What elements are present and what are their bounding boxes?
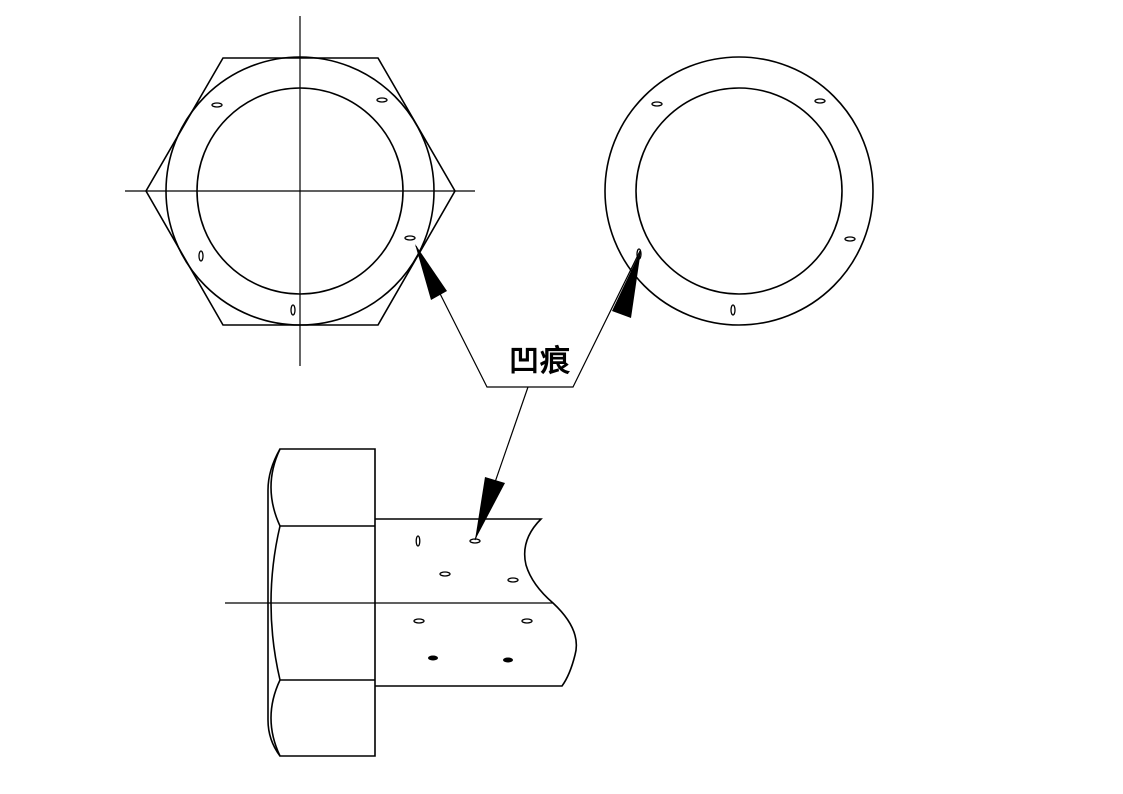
leader-line bbox=[415, 245, 641, 388]
arrowhead bbox=[612, 250, 641, 318]
bolt-head-outline bbox=[270, 448, 376, 757]
dent-mark bbox=[413, 618, 425, 624]
washer-top-view bbox=[604, 56, 874, 326]
bolt-side-view bbox=[225, 448, 578, 757]
nut-top-view bbox=[125, 16, 475, 366]
arrowhead bbox=[475, 477, 505, 540]
dent-mark bbox=[428, 655, 438, 661]
dent-mark bbox=[507, 577, 519, 583]
dent-mark bbox=[290, 304, 296, 316]
bolt-head-left-edge bbox=[267, 448, 281, 757]
dent-callout-label: 凹痕 bbox=[509, 344, 571, 379]
outer-circle bbox=[604, 56, 874, 326]
dent-mark bbox=[503, 657, 513, 663]
dent-mark bbox=[439, 571, 451, 577]
inner-circle bbox=[635, 87, 843, 295]
arrowhead bbox=[415, 244, 447, 300]
dent-mark bbox=[415, 535, 421, 547]
callout-leaders bbox=[415, 244, 641, 541]
dent-mark bbox=[844, 236, 856, 242]
dent-mark bbox=[469, 538, 481, 544]
dent-mark bbox=[404, 235, 416, 241]
dent-mark bbox=[521, 618, 533, 624]
dent-mark bbox=[730, 304, 736, 316]
dent-mark bbox=[651, 101, 663, 107]
dent-mark bbox=[814, 98, 826, 104]
dent-mark bbox=[198, 250, 204, 262]
dent-mark bbox=[211, 102, 223, 108]
dent-mark bbox=[376, 97, 388, 103]
